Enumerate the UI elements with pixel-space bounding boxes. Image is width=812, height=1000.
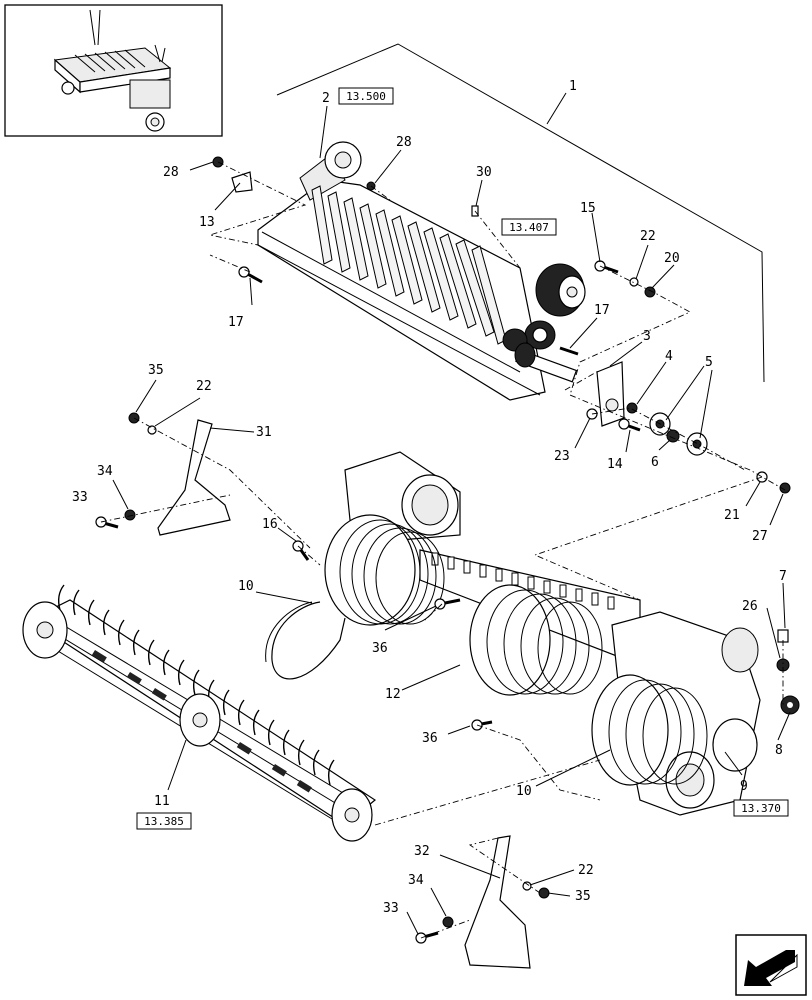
- callout-9: 9: [740, 779, 748, 794]
- left-guide-assembly: [95, 412, 231, 536]
- callout-11: 11: [154, 794, 170, 809]
- bottom-guide-assembly: [415, 835, 550, 969]
- callout-22-top: 22: [640, 229, 656, 244]
- reference-13-500: 13.500: [346, 90, 386, 103]
- callout-3: 3: [643, 329, 651, 344]
- callout-10-right: 10: [516, 784, 532, 799]
- callout-28-left: 28: [163, 165, 179, 180]
- callout-4: 4: [665, 349, 673, 364]
- callout-5: 5: [705, 355, 713, 370]
- callout-labels: 1 2 3 4 5 6 7 8 9 10 10 11 12 13 14 15 1…: [72, 79, 787, 916]
- callout-34-bottom: 34: [408, 873, 424, 888]
- callout-35-left: 35: [148, 363, 164, 378]
- callout-16: 16: [262, 517, 278, 532]
- assembly-bracket-line: [276, 43, 765, 383]
- callout-35-bottom: 35: [575, 889, 591, 904]
- pickup-reel-assembly: [22, 584, 377, 842]
- reference-13-385: 13.385: [144, 815, 184, 828]
- reference-boxes: [136, 87, 789, 830]
- callout-14: 14: [607, 457, 623, 472]
- callout-36-upper: 36: [372, 641, 388, 656]
- callout-21: 21: [724, 508, 740, 523]
- callout-1: 1: [569, 79, 577, 94]
- callout-10-left: 10: [238, 579, 254, 594]
- right-hardware: [776, 629, 800, 715]
- pickup-frame-assembly: [324, 451, 761, 816]
- arrow-down-left-icon[interactable]: [735, 934, 807, 996]
- callout-23: 23: [554, 449, 570, 464]
- callout-20: 20: [664, 251, 680, 266]
- callout-6: 6: [651, 455, 659, 470]
- callout-28-top: 28: [396, 135, 412, 150]
- callout-2: 2: [322, 91, 330, 106]
- callout-33-left: 33: [72, 490, 88, 505]
- callout-22-bottom: 22: [578, 863, 594, 878]
- callout-32: 32: [414, 844, 430, 859]
- callout-33-bottom: 33: [383, 901, 399, 916]
- upper-frame-assembly: [257, 141, 586, 401]
- callout-31: 31: [256, 425, 272, 440]
- reference-13-407: 13.407: [509, 221, 549, 234]
- callout-7: 7: [779, 569, 787, 584]
- callout-15: 15: [580, 201, 596, 216]
- band-part-10: [265, 601, 346, 680]
- callout-26: 26: [742, 599, 758, 614]
- assembly-centerlines: [100, 161, 786, 939]
- callout-8: 8: [775, 743, 783, 758]
- reference-13-370: 13.370: [741, 802, 781, 815]
- callout-17-right: 17: [594, 303, 610, 318]
- leader-lines: [112, 105, 791, 935]
- callout-12: 12: [385, 687, 401, 702]
- overview-thumbnail: [4, 4, 223, 137]
- bolts: [292, 540, 493, 731]
- callout-36-lower: 36: [422, 731, 438, 746]
- callout-22-left: 22: [196, 379, 212, 394]
- callout-27: 27: [752, 529, 768, 544]
- callout-34-left: 34: [97, 464, 113, 479]
- reference-labels: 13.500 13.407 13.385 13.370: [144, 90, 781, 828]
- callout-13: 13: [199, 215, 215, 230]
- callout-17-left: 17: [228, 315, 244, 330]
- callout-30: 30: [476, 165, 492, 180]
